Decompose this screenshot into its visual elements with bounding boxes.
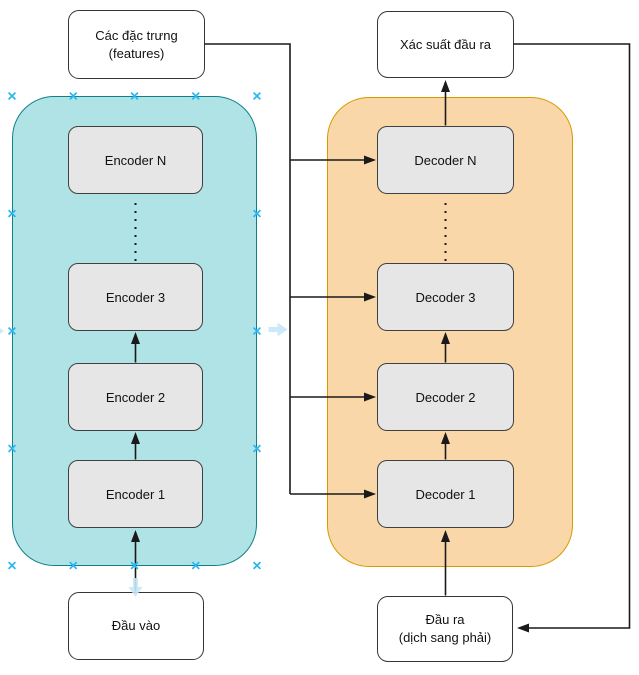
features-box[interactable]: Các đặc trưng (features) [68,10,205,79]
node-encoder-3-label: Encoder 3 [105,289,166,305]
node-encoder-1[interactable]: Encoder 1 [68,460,203,528]
node-decoder-2[interactable]: Decoder 2 [377,363,514,431]
node-encoder-n-label: Encoder N [104,152,167,168]
node-decoder-2-label: Decoder 2 [415,389,476,405]
features-box-line2: (features) [108,45,165,61]
output-box[interactable]: Đầu ra (dịch sang phải) [377,596,513,662]
output-probability-label: Xác suất đầu ra [399,36,492,52]
node-decoder-1[interactable]: Decoder 1 [377,460,514,528]
node-decoder-n-label: Decoder N [414,152,477,168]
node-encoder-3[interactable]: Encoder 3 [68,263,203,331]
node-encoder-n[interactable]: Encoder N [68,126,203,194]
node-encoder-2-label: Encoder 2 [105,389,166,405]
output-box-line2: (dịch sang phải) [398,630,492,645]
input-box-label: Đầu vào [111,618,161,634]
input-box[interactable]: Đầu vào [68,592,204,660]
features-box-line1: Các đặc trưng [95,27,178,43]
node-decoder-n[interactable]: Decoder N [377,126,514,194]
node-encoder-2[interactable]: Encoder 2 [68,363,203,431]
node-decoder-1-label: Decoder 1 [415,486,476,502]
output-probability-box[interactable]: Xác suất đầu ra [377,11,514,78]
output-box-line1: Đầu ra [425,612,465,628]
node-decoder-3[interactable]: Decoder 3 [377,263,514,331]
node-decoder-3-label: Decoder 3 [415,289,476,305]
node-encoder-1-label: Encoder 1 [105,486,166,502]
